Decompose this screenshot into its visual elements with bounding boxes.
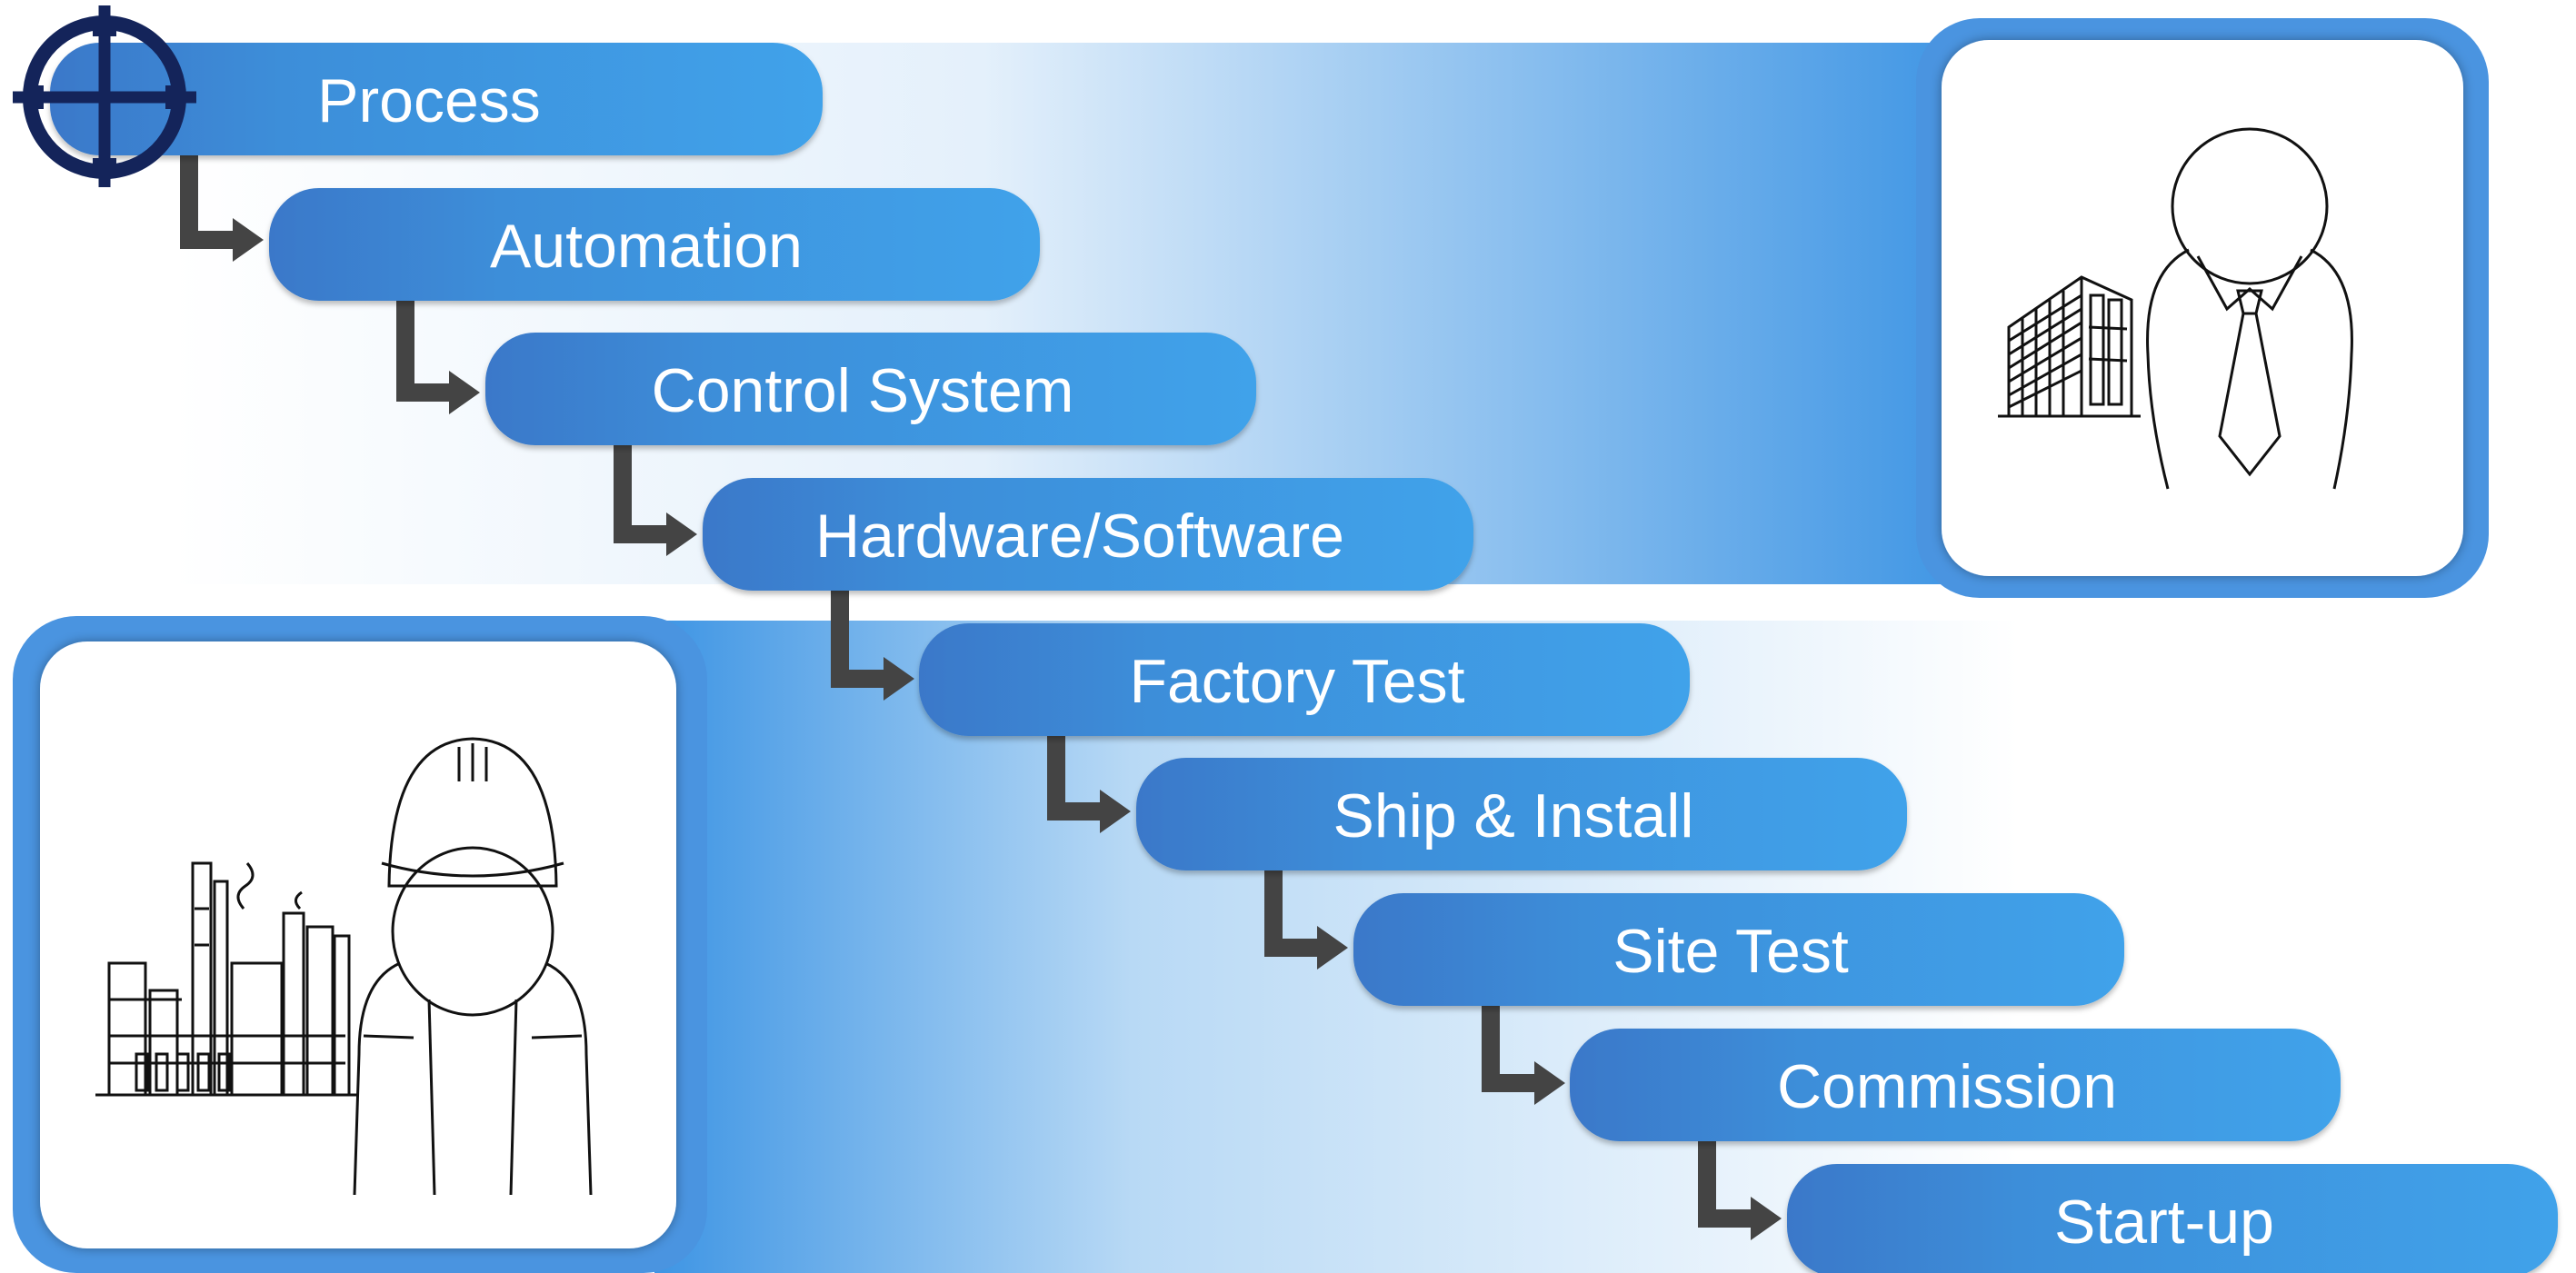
step-pill-commission	[1570, 1029, 2341, 1141]
step-pill-hardware-software	[703, 478, 1473, 591]
arrow-5	[1047, 731, 1103, 820]
step-pill-process	[50, 43, 823, 155]
step-pill-ship-install	[1136, 758, 1907, 870]
field-engineer-with-plant-icon	[95, 737, 593, 1196]
step-pill-automation	[269, 188, 1040, 301]
step-label-process: Process	[317, 66, 541, 135]
arrow-2	[396, 295, 453, 402]
step-pill-start-up	[1787, 1164, 2558, 1273]
step-pill-control-system	[485, 333, 1256, 445]
arrow-8	[1698, 1138, 1754, 1228]
step-label-automation: Automation	[490, 212, 803, 281]
arrow-4	[831, 586, 887, 688]
engineer-icon	[353, 737, 593, 1196]
step-label-control-system: Control System	[652, 356, 1074, 425]
connector-arrows	[180, 150, 1754, 1228]
crosshair-icon	[13, 5, 196, 187]
step-label-site-test: Site Test	[1612, 917, 1849, 986]
office-building-icon	[1998, 275, 2141, 418]
manager-frame	[1916, 18, 2489, 598]
step-label-commission: Commission	[1777, 1052, 2117, 1121]
arrow-7	[1482, 1002, 1538, 1092]
arrow-1	[180, 150, 236, 249]
step-label-hardware-software: Hardware/Software	[815, 502, 1344, 571]
step-pills	[50, 43, 2558, 1273]
step-label-start-up: Start-up	[2054, 1188, 2274, 1257]
businessman-icon	[2146, 127, 2353, 490]
step-pill-site-test	[1353, 893, 2124, 1006]
step-label-ship-install: Ship & Install	[1333, 781, 1694, 850]
arrow-heads	[233, 218, 1782, 1240]
businessman-with-office-building-icon	[1998, 127, 2353, 490]
industrial-plant-icon	[95, 861, 359, 1097]
step-label-factory-test: Factory Test	[1129, 647, 1464, 716]
engineer-frame	[13, 616, 707, 1273]
arrow-3	[614, 441, 670, 543]
arrow-6	[1264, 866, 1321, 957]
step-pill-factory-test	[919, 623, 1690, 736]
